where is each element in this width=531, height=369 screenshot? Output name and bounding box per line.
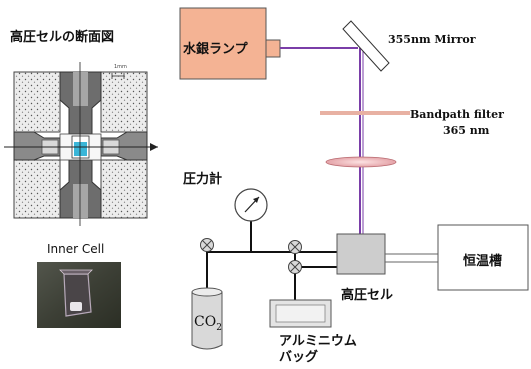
filter-wavelength: 365 nm [443, 124, 490, 137]
gauge-label: 圧力計 [183, 172, 223, 187]
mirror-label: 355nm Mirror [388, 33, 476, 46]
focusing-lens [325, 156, 397, 168]
valve-left[interactable] [200, 238, 214, 252]
scale-label: 1mm [114, 64, 127, 70]
gas-system [191, 188, 529, 350]
valve-middle-bottom[interactable] [288, 260, 302, 274]
top-plug-highlight [73, 72, 88, 106]
bottom-plug-highlight [73, 184, 88, 218]
lamp-port [265, 39, 281, 58]
co2-label: CO2 [194, 314, 222, 333]
bandpass-filter [320, 111, 410, 115]
pressure-gauge [234, 188, 268, 222]
co2-cylinder [191, 287, 223, 350]
body-block-top-left [13, 71, 61, 133]
optical-setup [179, 7, 410, 248]
optical-axis-arrow [150, 143, 158, 151]
lamp-label: 水銀ランプ [183, 42, 248, 57]
cuvette-rim [59, 269, 93, 275]
inner-cell-label: Inner Cell [47, 242, 105, 256]
mirror [342, 20, 390, 72]
body-block-top-right [100, 71, 148, 133]
filter-label: Bandpath filter [410, 108, 504, 121]
co2-label-base: CO [194, 314, 217, 330]
thermostat-label: 恒温槽 [463, 254, 503, 269]
thermostat-bath [437, 224, 529, 291]
high-pressure-cell [336, 233, 386, 275]
aluminum-bag [269, 299, 332, 328]
cross-section-title: 高圧セルの断面図 [10, 30, 115, 45]
co2-label-sub: 2 [216, 322, 222, 333]
body-block-bottom-left [13, 159, 61, 219]
inner-cell-photo [37, 262, 121, 328]
cuvette-stirrer [70, 302, 82, 311]
valve-middle-top[interactable] [288, 240, 302, 254]
sample-liquid [74, 142, 87, 156]
body-block-bottom-right [100, 159, 148, 219]
cell-label: 高圧セル [341, 288, 394, 303]
bag-label-line2: バッグ [279, 350, 319, 365]
cross-section-drawing [4, 62, 158, 226]
mercury-lamp [179, 7, 267, 80]
bag-label-line1: アルミニウム [279, 334, 357, 349]
